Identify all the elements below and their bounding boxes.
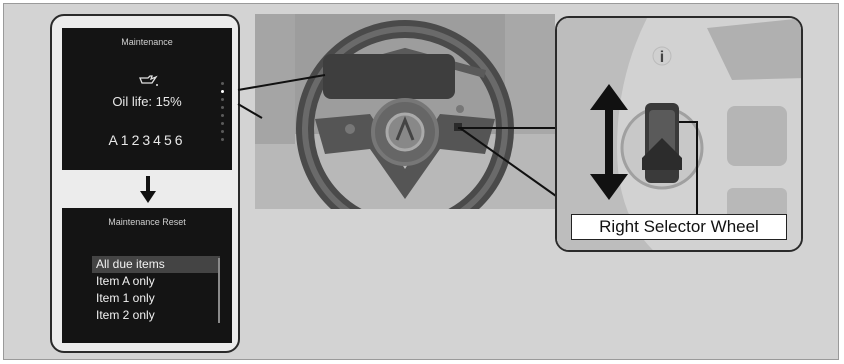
info-icon: i (660, 49, 664, 66)
right-selector-wheel-label: Right Selector Wheel (571, 214, 787, 240)
